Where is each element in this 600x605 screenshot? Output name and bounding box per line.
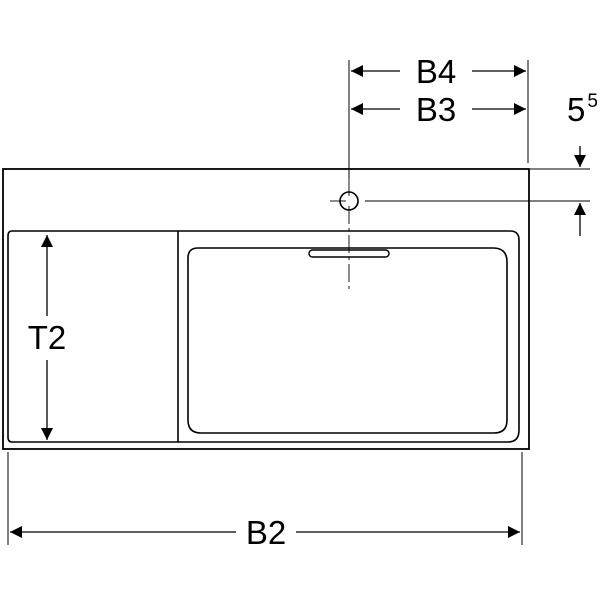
label-b2: B2 xyxy=(246,514,286,551)
extension-lines xyxy=(7,60,590,545)
hole-offset-base: 5 xyxy=(567,91,585,128)
label-t2: T2 xyxy=(28,319,67,356)
tap-hole-centerlines xyxy=(330,178,590,292)
dimension-b4: B4 xyxy=(351,53,526,90)
hole-offset-superscript: 5 xyxy=(587,91,598,112)
washbasin xyxy=(2,168,530,450)
basin-bowl xyxy=(187,247,508,434)
washbasin-outline xyxy=(2,168,530,450)
basin-outer-rim xyxy=(7,230,520,443)
dimension-b3: B3 xyxy=(351,91,526,128)
dimension-t2: T2 xyxy=(28,235,67,440)
dimension-b2: B2 xyxy=(10,514,520,551)
label-b4: B4 xyxy=(416,53,456,90)
label-b3: B3 xyxy=(416,91,456,128)
